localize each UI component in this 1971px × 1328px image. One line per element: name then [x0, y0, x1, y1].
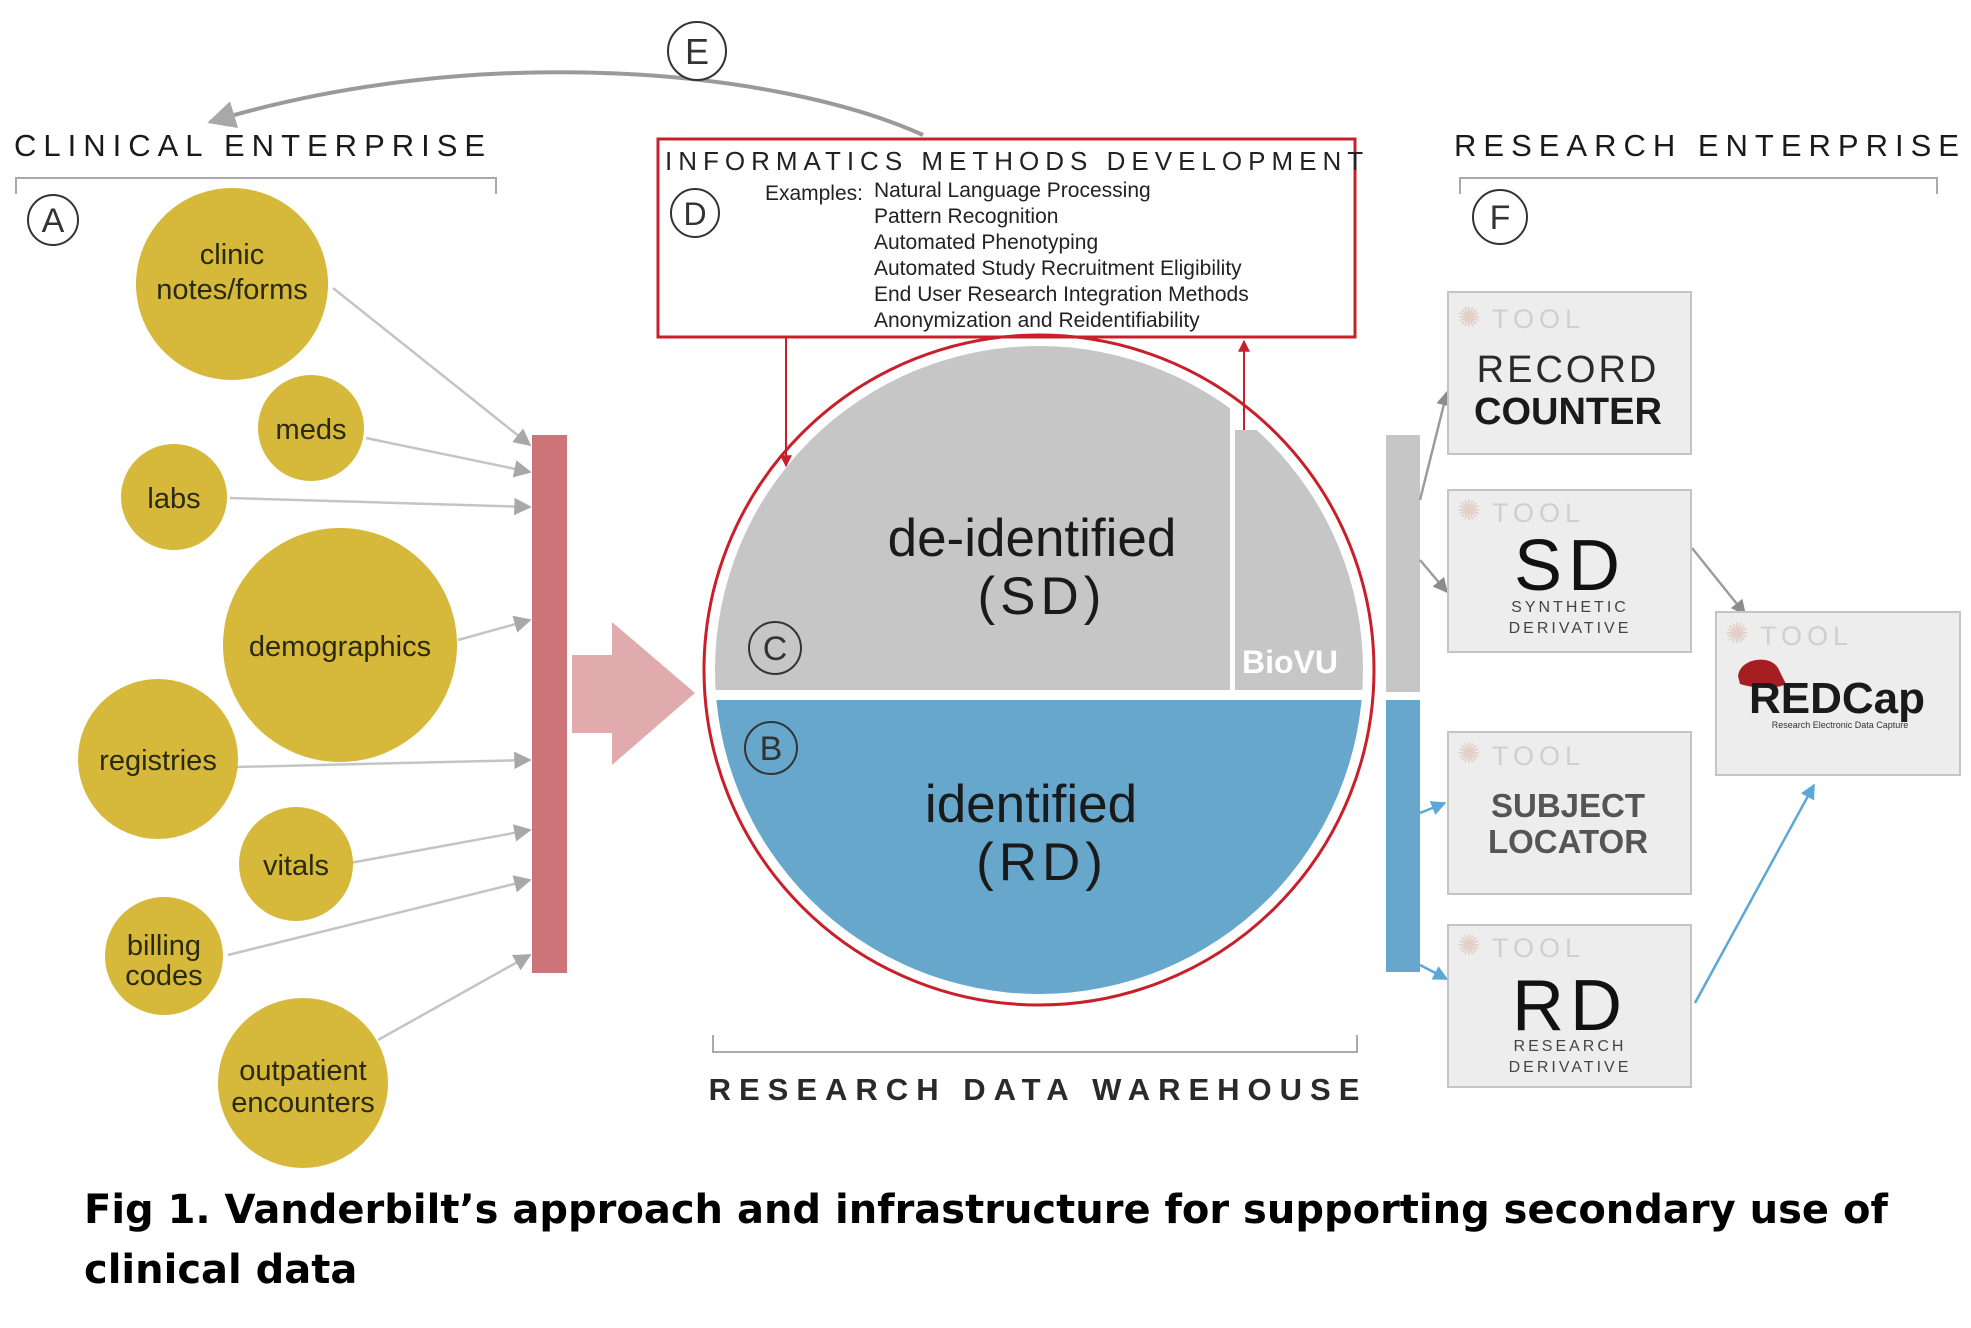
research-bracket [1459, 177, 1938, 194]
tool-label: TOOL [1760, 621, 1853, 651]
tool-subject-locator[interactable]: ✺ TOOL SUBJECT LOCATOR [1447, 731, 1692, 895]
gear-icon: ✺ [1457, 302, 1480, 333]
svg-text:codes: codes [125, 960, 202, 992]
svg-text:meds: meds [276, 414, 347, 446]
clinical-sources: clinic notes/forms meds labs demographic… [78, 188, 457, 1168]
svg-text:A: A [42, 202, 65, 240]
warehouse-bracket [712, 1035, 1358, 1053]
informatics-title: INFORMATICS METHODS DEVELOPMENT [665, 146, 1369, 176]
example-item: Anonymization and Reidentifiability [874, 309, 1200, 332]
identified-code: (RD) [976, 833, 1108, 892]
marker-b: B [744, 721, 798, 775]
clinical-bracket [15, 177, 497, 194]
svg-text:E: E [685, 31, 709, 72]
svg-text:demographics: demographics [249, 631, 431, 663]
rd-sub-line2: DERIVATIVE [1509, 1059, 1632, 1076]
marker-f: F [1472, 189, 1528, 245]
gear-icon: ✺ [1725, 618, 1748, 649]
rd-sub-line1: RESEARCH [1514, 1038, 1627, 1055]
tool-label: TOOL [1492, 933, 1585, 963]
sd-big-label: SD [1514, 526, 1626, 606]
sd-sub-line1: SYNTHETIC [1511, 599, 1629, 616]
svg-text:notes/forms: notes/forms [156, 274, 308, 306]
svg-text:clinic: clinic [200, 239, 264, 271]
svg-text:C: C [763, 630, 788, 668]
tool-label: TOOL [1492, 498, 1585, 528]
redcap-tagline: Research Electronic Data Capture [1772, 720, 1909, 730]
tool-synthetic-derivative[interactable]: ✺ TOOL SD SYNTHETIC DERIVATIVE [1447, 489, 1692, 653]
redcap-hat-icon [1738, 659, 1786, 688]
sd-sub-line2: DERIVATIVE [1509, 620, 1632, 637]
source-arrows [227, 287, 532, 1042]
feedback-arrow [207, 70, 924, 137]
source-billing-codes: billing codes [105, 897, 223, 1015]
svg-text:registries: registries [99, 745, 217, 777]
ingest-arrow [572, 622, 695, 765]
source-registries: registries [78, 679, 238, 839]
svg-text:vitals: vitals [263, 850, 329, 882]
informatics-box [656, 137, 1357, 339]
deidentified-output-bar [1386, 435, 1420, 692]
svg-text:labs: labs [147, 483, 200, 515]
marker-e: E [667, 21, 727, 81]
svg-text:billing: billing [127, 930, 201, 962]
tool-label: TOOL [1492, 741, 1585, 771]
biovu-label: BioVU [1242, 644, 1338, 680]
example-item: Automated Phenotyping [874, 231, 1098, 254]
record-counter-line1: RECORD [1477, 349, 1660, 391]
tool-research-derivative[interactable]: ✺ TOOL RD RESEARCH DERIVATIVE [1447, 924, 1692, 1088]
redcap-logo-text: REDCap [1749, 674, 1925, 723]
source-outpatient-encounters: outpatient encounters [218, 998, 388, 1168]
source-labs: labs [121, 444, 227, 550]
source-meds: meds [258, 375, 364, 481]
source-vitals: vitals [239, 807, 353, 921]
tool-label: TOOL [1492, 304, 1585, 334]
source-clinic-notes: clinic notes/forms [136, 188, 328, 380]
gear-icon: ✺ [1457, 495, 1480, 526]
marker-d: D [670, 188, 720, 238]
example-item: End User Research Integration Methods [874, 283, 1249, 306]
tool-record-counter[interactable]: ✺ TOOL RECORD COUNTER [1447, 291, 1692, 455]
deidentified-label: de-identified [888, 509, 1177, 568]
svg-text:outpatient: outpatient [239, 1055, 366, 1087]
svg-text:B: B [760, 730, 783, 768]
subject-locator-line2: LOCATOR [1488, 823, 1648, 860]
examples-label: Examples: [765, 182, 863, 205]
tool-connectors [1418, 390, 1816, 1004]
ingest-collector-bar [532, 435, 567, 973]
svg-text:D: D [683, 196, 706, 232]
identified-output-bar [1386, 700, 1420, 972]
marker-a: A [27, 194, 79, 246]
source-demographics: demographics [223, 528, 457, 762]
rd-big-label: RD [1512, 966, 1628, 1046]
warehouse-title: RESEARCH DATA WAREHOUSE [709, 1072, 1368, 1107]
example-item: Pattern Recognition [874, 205, 1058, 228]
identified-label: identified [925, 775, 1137, 834]
example-item: Automated Study Recruitment Eligibility [874, 257, 1242, 280]
deidentified-code: (SD) [978, 567, 1107, 626]
informatics-examples: Natural Language Processing Pattern Reco… [874, 179, 1249, 332]
research-enterprise-title: RESEARCH ENTERPRISE [1454, 128, 1966, 163]
gear-icon: ✺ [1457, 930, 1480, 961]
example-item: Natural Language Processing [874, 179, 1151, 202]
svg-text:F: F [1490, 199, 1511, 237]
gear-icon: ✺ [1457, 738, 1480, 769]
record-counter-line2: COUNTER [1474, 391, 1662, 433]
subject-locator-line1: SUBJECT [1491, 787, 1645, 824]
clinical-enterprise-title: CLINICAL ENTERPRISE [14, 128, 492, 163]
figure-caption: Fig 1. Vanderbilt’s approach and infrast… [84, 1187, 1888, 1293]
tool-redcap[interactable]: ✺ TOOL REDCap Research Electronic Data C… [1715, 611, 1961, 776]
warehouse-ring [702, 333, 1376, 1007]
marker-c: C [748, 621, 802, 675]
svg-text:encounters: encounters [231, 1087, 375, 1119]
